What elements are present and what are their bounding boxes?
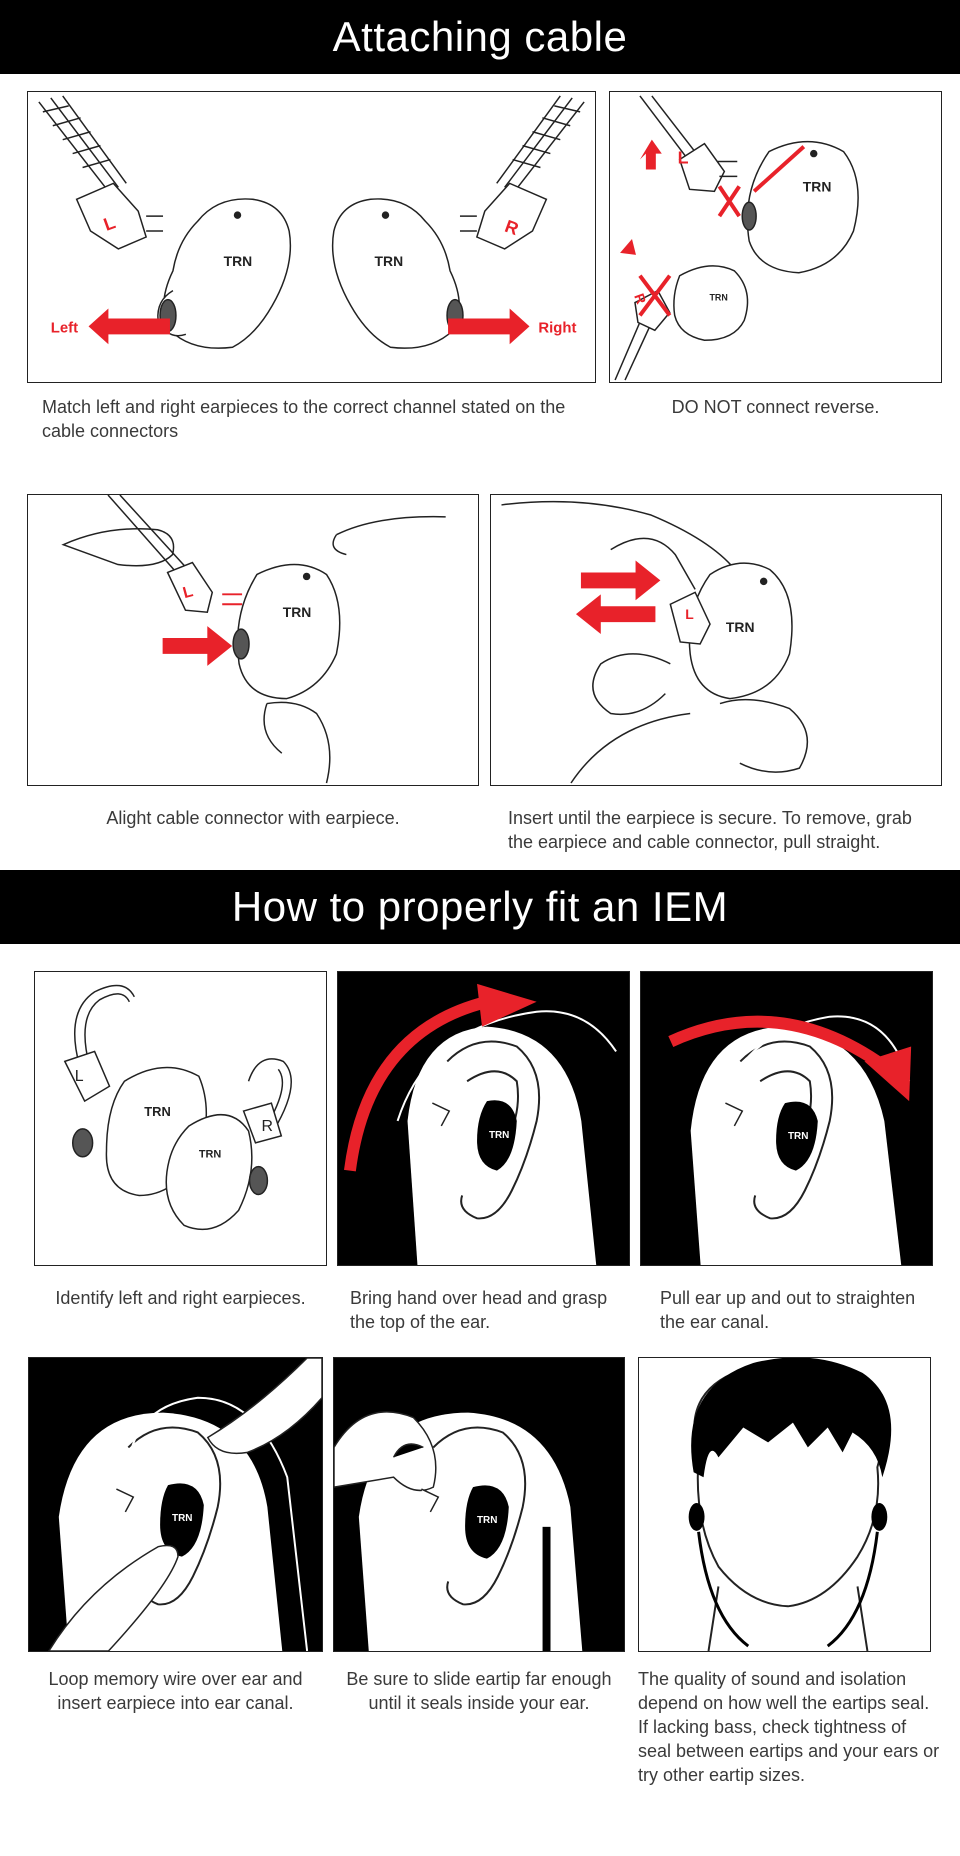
illustration-do-not-reverse: TRN TRN L R [609,91,942,383]
brand-logo: TRN [788,1131,808,1142]
caption-identify: Identify left and right earpieces. [55,1288,306,1308]
brand-logo: TRN [803,178,832,194]
up-arrow-icon [639,139,662,170]
caption-slide-eartip: Be sure to slide eartip far enough until… [346,1669,612,1713]
down-arrow-icon [620,238,636,255]
curve-arrow-icon [864,1046,912,1102]
left-connector-label: L [75,1068,84,1085]
brand-logo: TRN [726,619,755,635]
brand-logo: TRN [224,253,253,269]
brand-logo: TRN [477,1515,497,1526]
left-arrow-icon [88,308,170,345]
caption-loop-wire: Loop memory wire over ear and insert ear… [48,1669,303,1713]
caption-grasp-ear: Bring hand over head and grasp the top o… [350,1288,608,1332]
illustration-loop-wire: TRN [28,1357,323,1652]
illustration-grasp-ear: TRN [337,971,630,1266]
caption-align-connector: Alight cable connector with earpiece. [106,808,400,828]
illustration-quality-seal [638,1357,931,1652]
section-title: Attaching cable [332,13,628,60]
illustration-slide-eartip: TRN [333,1357,625,1652]
caption-pull-ear: Pull ear up and out to straighten the ea… [660,1288,916,1332]
insert-arrow-icon [580,560,661,601]
caption-match-channels: Match left and right earpieces to the co… [42,397,566,441]
brand-logo: TRN [144,1104,171,1119]
caption-do-not-reverse: DO NOT connect reverse. [671,397,880,417]
brand-logo: TRN [709,293,727,303]
section-banner-fit-iem: How to properly fit an IEM [0,870,960,944]
illustration-identify-earpieces: TRN TRN L R [34,971,327,1266]
brand-logo: TRN [489,1130,509,1141]
left-connector-label: L [181,583,195,602]
brand-logo: TRN [172,1513,192,1524]
section-banner-attaching-cable: Attaching cable [0,0,960,74]
left-connector-label: L [678,148,689,168]
left-word: Left [51,320,78,336]
caption-quality-seal: The quality of sound and isolation depen… [638,1669,940,1785]
illustration-align-connector: L TRN [27,494,479,786]
brand-logo: TRN [375,253,404,269]
remove-arrow-icon [575,594,656,635]
brand-logo: TRN [283,604,312,620]
brand-logo: TRN [199,1149,222,1161]
curve-arrow-icon [477,983,537,1027]
push-arrow-icon [162,626,233,666]
illustration-match-channels: TRN TRN L R Left Right [27,91,596,383]
section-title: How to properly fit an IEM [231,883,729,930]
right-arrow-icon [448,308,530,345]
right-word: Right [538,320,576,336]
right-connector-label: R [261,1118,272,1135]
left-connector-label: L [685,606,694,622]
illustration-pull-ear: TRN [640,971,933,1266]
cross-icon [638,185,741,317]
caption-insert-secure: Insert until the earpiece is secure. To … [508,808,912,852]
illustration-insert-secure: TRN L [490,494,942,786]
